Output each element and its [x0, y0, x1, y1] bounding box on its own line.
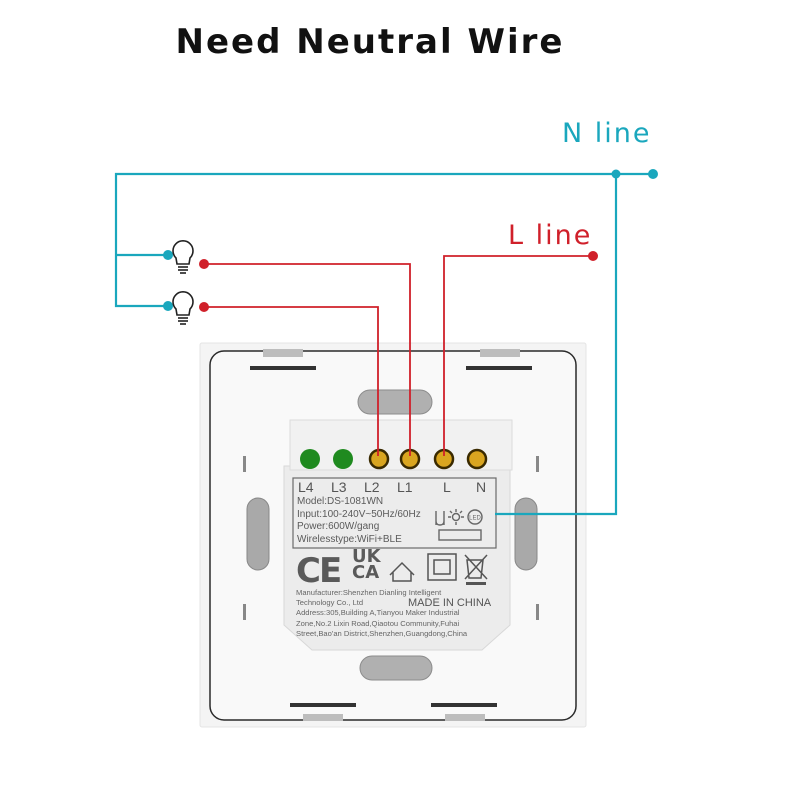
l-line-label: L line	[508, 220, 593, 251]
manufacturer-line2: Technology Co., Ltd	[296, 598, 364, 608]
ukca-bottom: CA	[352, 562, 380, 583]
terminal-l2	[368, 448, 390, 470]
address-line2: Zone,No.2 Lixin Road,Qiaotou Community,F…	[296, 618, 460, 628]
bottom-grip	[359, 655, 433, 681]
input-text: Input:100-240V~50Hz/60Hz	[297, 508, 421, 520]
address-line3: Street,Bao'an District,Shenzhen,Guangdon…	[296, 628, 468, 638]
ukca-top: UK	[352, 546, 381, 567]
ukca-mark: UK CA	[352, 546, 381, 583]
mount-slot	[250, 366, 316, 370]
power-text: Power:600W/gang	[297, 521, 380, 532]
live-wire-input	[443, 255, 593, 456]
mount-slot	[431, 703, 497, 707]
wireless-text: Wirelesstype:WiFi+BLE	[297, 533, 402, 545]
mount-clip	[263, 349, 303, 357]
terminal-label-l2: L2	[364, 479, 380, 495]
load-wire-lamp1	[204, 263, 411, 456]
lamp1-live-dot	[199, 259, 209, 269]
model-text: Model:DS-1081WN	[297, 496, 384, 507]
cert-marks	[389, 553, 488, 582]
address-line1: Address:305,Building A,Tianyou Maker Ind…	[296, 608, 460, 618]
top-grip	[357, 389, 433, 415]
made-in-text: MADE IN CHINA	[408, 597, 492, 609]
manufacturer-line1: Manufacturer:Shenzhen Dianling Intellige…	[296, 588, 442, 597]
double-insulation-inner	[433, 559, 451, 575]
mu-icon	[435, 511, 445, 526]
manufacturer-text: Manufacturer:Shenzhen Dianling Intellige…	[296, 588, 467, 639]
lamp1-neutral-dot	[163, 250, 173, 260]
neutral-wire-main	[114, 172, 653, 308]
terminal-label-l3: L3	[331, 479, 347, 495]
terminal-l3	[333, 449, 353, 469]
ce-mark: CE	[296, 551, 342, 591]
side-grip	[246, 497, 270, 571]
live-wires	[204, 255, 593, 456]
led-icon	[467, 509, 483, 525]
terminal-block	[300, 448, 488, 470]
terminal-n	[466, 448, 488, 470]
light-bulb-icon	[172, 291, 194, 325]
lamp2-live-dot	[199, 302, 209, 312]
weee-bin-icon	[464, 554, 488, 580]
mount-clip	[303, 714, 343, 721]
mount-slot	[290, 703, 356, 707]
indoor-use-house-icon	[389, 561, 415, 582]
terminal-label-l1: L1	[397, 479, 413, 495]
side-grip	[514, 497, 538, 571]
tube-lamp-icon	[438, 529, 482, 541]
load-symbols	[435, 509, 483, 541]
svg-text:LED: LED	[469, 516, 481, 522]
n-line-endpoint	[648, 169, 658, 179]
mount-clip	[480, 349, 520, 357]
light-bulb-icon	[172, 240, 194, 274]
neutral-wires	[114, 172, 653, 516]
neutral-wire-switch	[495, 174, 618, 516]
mount-slot	[466, 366, 532, 370]
n-line-label: N line	[562, 118, 652, 149]
n-line-junction	[611, 169, 621, 179]
bulb-sun-icon	[451, 512, 461, 522]
terminal-label-n: N	[476, 479, 487, 495]
load-wire-lamp2	[204, 306, 379, 456]
diagram-title: Need Neutral Wire	[175, 22, 565, 62]
double-insulation-icon	[427, 553, 457, 581]
switch-back-plate	[199, 342, 587, 728]
terminal-l4	[300, 449, 320, 469]
spec-text: Model:DS-1081WN Input:100-240V~50Hz/60Hz…	[297, 496, 421, 546]
terminal-label-l: L	[443, 479, 451, 495]
mount-clip	[445, 714, 485, 721]
lamp2-neutral-dot	[163, 301, 173, 311]
l-line-endpoint	[588, 251, 598, 261]
terminal-label-l4: L4	[298, 479, 314, 495]
